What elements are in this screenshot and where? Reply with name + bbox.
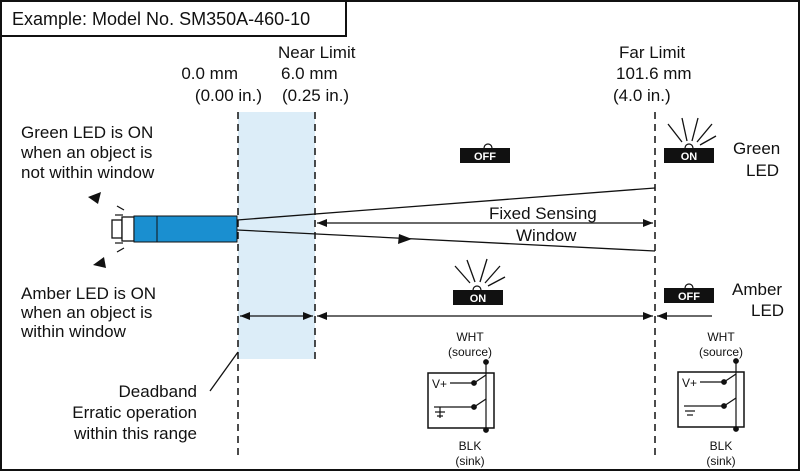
- deadband-line-1: Deadband: [119, 382, 197, 401]
- green-led-label-2: LED: [746, 161, 779, 180]
- amber-led-on-text: ON: [470, 293, 487, 305]
- beam-lower-line: [236, 229, 656, 252]
- vplus-label-middle: V+: [432, 377, 447, 391]
- near-in-label: (0.25 in.): [282, 86, 349, 105]
- green-note-line-3: not within window: [21, 163, 155, 182]
- led-off-top-icon: OFF: [460, 143, 510, 163]
- beam-upper-line: [236, 187, 656, 221]
- zero-mm-label: 0.0 mm: [181, 64, 238, 83]
- sink-label-right: (sink): [706, 454, 735, 468]
- wht-label-middle: WHT: [456, 330, 484, 344]
- amber-note-line-3: within window: [20, 322, 127, 341]
- green-note-line-1: Green LED is ON: [21, 123, 153, 142]
- green-led-on-text: ON: [681, 151, 698, 163]
- amber-led-pointer-icon: [93, 257, 106, 268]
- blk-label-middle: BLK: [459, 439, 482, 453]
- far-mm-label: 101.6 mm: [616, 64, 692, 83]
- green-led-label-1: Green: [733, 139, 780, 158]
- page-title: Example: Model No. SM350A-460-10: [12, 9, 310, 29]
- title-box: [0, 0, 347, 37]
- wht-label-right: WHT: [707, 330, 735, 344]
- amber-led-label-1: Amber: [732, 280, 782, 299]
- amber-led-off-text: OFF: [678, 291, 700, 303]
- amber-led-off-icon: OFF: [664, 283, 714, 303]
- green-note-line-2: when an object is: [20, 143, 152, 162]
- deadband-region: [238, 112, 315, 359]
- amber-led-label-2: LED: [751, 301, 784, 320]
- green-led-on-icon: ON: [664, 117, 717, 163]
- far-in-label: (4.0 in.): [613, 86, 671, 105]
- source-label-right: (source): [699, 345, 743, 359]
- source-label-middle: (source): [448, 345, 492, 359]
- deadband-leader-line: [209, 351, 239, 392]
- deadband-line-2: Erratic operation: [72, 403, 197, 422]
- near-mm-label: 6.0 mm: [281, 64, 338, 83]
- zero-in-label: (0.00 in.): [195, 86, 262, 105]
- blk-label-right: BLK: [710, 439, 733, 453]
- green-led-pointer-icon: [88, 192, 101, 204]
- led-off-text: OFF: [474, 151, 496, 163]
- deadband-line-3: within this range: [73, 424, 197, 443]
- output-switch-right: WHT (source) V+ BLK (sink): [677, 330, 745, 468]
- near-limit-label: Near Limit: [278, 43, 356, 62]
- amber-led-on-icon: ON: [453, 258, 506, 305]
- amber-note-line-1: Amber LED is ON: [21, 284, 156, 303]
- sink-label-middle: (sink): [455, 454, 484, 468]
- sensor-icon: [111, 205, 238, 253]
- window-label-line-1: Fixed Sensing: [489, 204, 597, 223]
- beam-arrow-icon: [398, 234, 412, 244]
- amber-note-line-2: when an object is: [20, 303, 152, 322]
- window-label-line-2: Window: [516, 226, 577, 245]
- output-switch-middle: WHT (source) V+ BLK (sink): [427, 330, 495, 468]
- far-limit-label: Far Limit: [619, 43, 685, 62]
- vplus-label-right: V+: [682, 376, 697, 390]
